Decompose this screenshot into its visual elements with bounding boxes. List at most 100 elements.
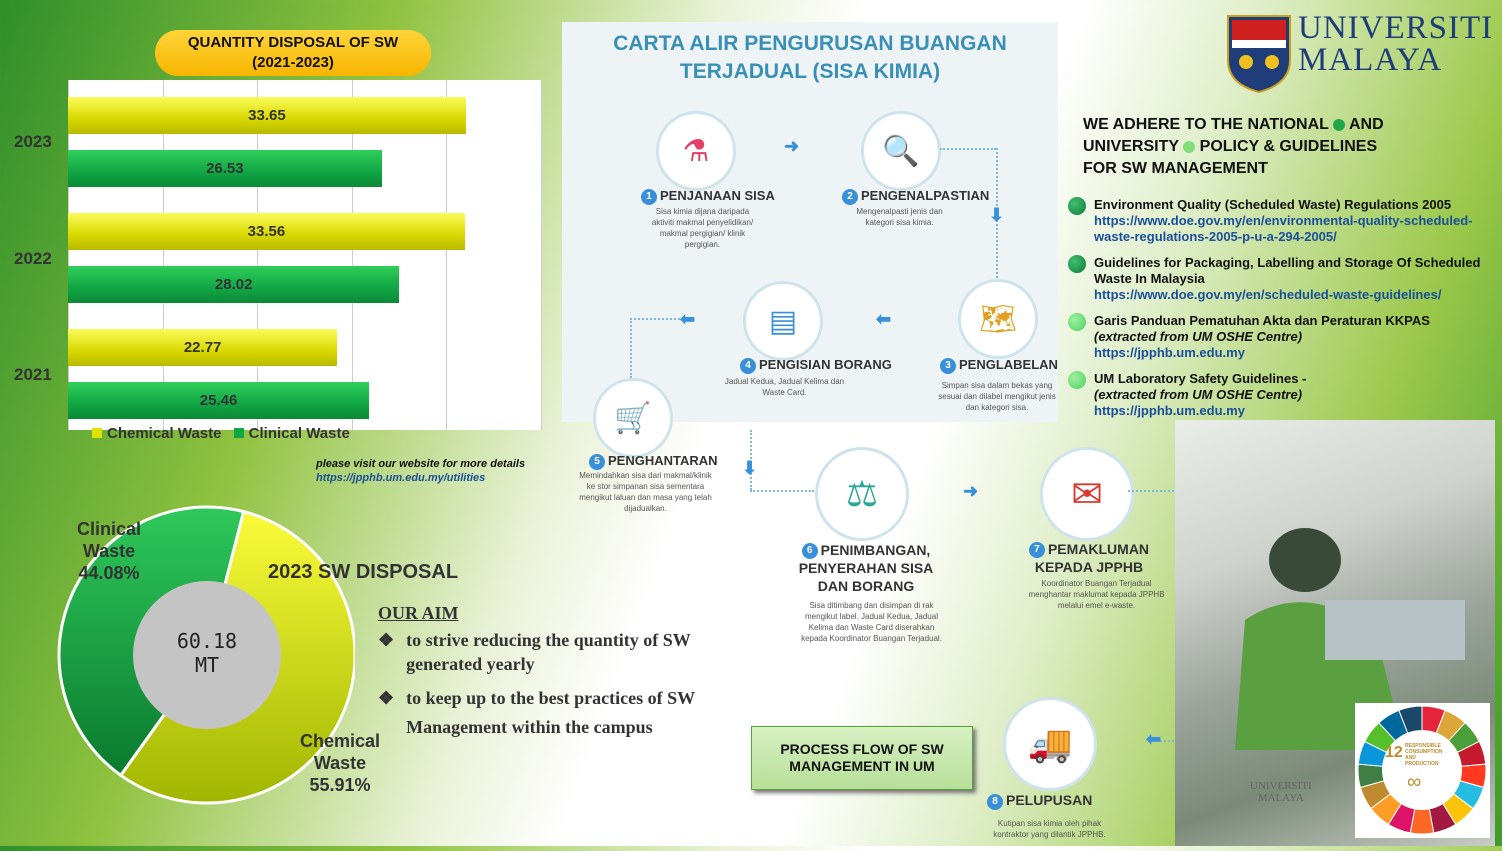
flow-connector (750, 430, 752, 490)
clinical-bar-2023: 26.53 (68, 150, 382, 187)
process-flow-line2: MANAGEMENT IN UM (789, 758, 935, 774)
ref-item: Environment Quality (Scheduled Waste) Re… (1068, 197, 1498, 245)
chemical-pct: 55.91% (309, 775, 371, 795)
gmail-icon: ✉ (1040, 447, 1134, 541)
ref-url[interactable]: https://www.doe.gov.my/en/environmental-… (1094, 213, 1473, 244)
donut-chart: 60.18 MT (57, 505, 355, 805)
chemical-bar-2021: 22.77 (68, 329, 338, 366)
clinical-bar-2021: 25.46 (68, 382, 370, 419)
process-flow-line1: PROCESS FLOW OF SW (780, 741, 944, 757)
form-icon: ▤ (743, 281, 823, 361)
truck-icon: 🚚 (1003, 697, 1097, 791)
bar-value-label: 33.56 (247, 223, 286, 240)
arrow-down-icon: ⬇ (742, 458, 758, 478)
bar-chart-title-line2: (2021-2023) (252, 54, 334, 71)
arrow-left-icon: ⬅ (876, 309, 892, 329)
ref-url[interactable]: https://jpphb.um.edu.my (1094, 345, 1245, 360)
ref-title: Garis Panduan Pematuhan Akta dan Peratur… (1094, 313, 1430, 328)
infinity-icon: ∞ (1407, 771, 1422, 793)
bar-chart-legend: Chemical Waste Clinical Waste (92, 425, 350, 442)
flowchart-title-2: TERJADUAL (SISA KIMIA) (679, 60, 941, 83)
step-6-desc: Sisa ditimbang dan disimpan di rak mengi… (801, 601, 942, 643)
process-flow-box: PROCESS FLOW OF SW MANAGEMENT IN UM (751, 726, 973, 790)
gridline (257, 80, 259, 430)
adhere-line2a: UNIVERSITY (1083, 138, 1179, 155)
step-2-desc: Mengenalpasti jenis dan kategori sisa ki… (856, 207, 943, 227)
sdg-wheel-icon: 12 (1357, 705, 1487, 835)
flask-icon: ⚗ (656, 111, 736, 191)
step-7-desc: Koordinator Buangan Terjadual menghantar… (1028, 579, 1165, 610)
step-4-desc: Jadual Kedua, Jadual Kelima dan Waste Ca… (724, 377, 845, 397)
bar-value-label: 26.53 (206, 160, 244, 177)
magnifier-icon: 🔍 (861, 111, 941, 191)
bar-value-label: 28.02 (214, 276, 253, 293)
green-bullet-icon (1068, 197, 1086, 215)
flowchart-title: CARTA ALIR PENGURUSAN BUANGAN TERJADUAL … (562, 30, 1058, 86)
ref-extra: (extracted from UM OSHE Centre) (1094, 387, 1303, 402)
bar-value-label: 33.65 (248, 107, 286, 124)
arrow-right-icon: ➜ (784, 136, 800, 156)
donut-title: 2023 SW DISPOSAL (268, 561, 459, 583)
arrow-right-icon: ➜ (963, 481, 979, 501)
step-3-desc: Simpan sisa dalam bekas yang sesuai dan … (938, 381, 1056, 412)
visit-text: please visit our website for more detail… (316, 458, 526, 470)
legend-swatch-chemical (92, 428, 102, 438)
flow-connector (750, 490, 814, 492)
ref-title: Guidelines for Packaging, Labelling and … (1094, 255, 1481, 286)
diamond-bullet-icon: ❖ (378, 630, 395, 650)
gridline (162, 80, 164, 430)
flow-connector (940, 148, 996, 150)
trolley-icon: 🛒 (593, 378, 673, 458)
bar-value-label: 25.46 (199, 392, 238, 409)
ref-title: UM Laboratory Safety Guidelines - (1094, 371, 1307, 386)
ref-item: Guidelines for Packaging, Labelling and … (1068, 255, 1488, 303)
step-8-desc: Kutipan sisa kimia oleh pihak kontraktor… (993, 819, 1106, 839)
svg-text:12: 12 (1385, 744, 1403, 761)
ref-item: UM Laboratory Safety Guidelines -(extrac… (1068, 371, 1488, 419)
um-logo-line1: UNIVERSITI (1298, 10, 1494, 46)
chemical-label-1: Chemical (299, 731, 381, 751)
flowchart-title-1: CARTA ALIR PENGURUSAN BUANGAN (613, 32, 1007, 55)
green-dot-icon (1333, 118, 1346, 131)
visit-url[interactable]: https://jpphb.um.edu.my/utilities (316, 472, 486, 484)
chemical-bar-2022: 33.56 (68, 213, 465, 250)
arrow-left-icon: ⬅ (680, 309, 696, 329)
diamond-bullet-icon: ❖ (378, 688, 395, 708)
donut-label-clinical: Clinical Waste 44.08% (70, 518, 148, 584)
aim-item-1: to strive reducing the quantity of SW ge… (406, 630, 691, 674)
ref-extra: (extracted from UM OSHE Centre) (1094, 329, 1303, 344)
adhere-line2b: POLICY & GUIDELINES (1199, 138, 1378, 155)
donut-label-chemical: Chemical Waste 55.91% (295, 730, 385, 796)
donut-center (133, 581, 281, 729)
ref-url[interactable]: https://jpphb.um.edu.my (1094, 403, 1245, 418)
adhere-line1a: WE ADHERE TO THE NATIONAL (1083, 116, 1329, 133)
clinical-label-1: Clinical (76, 519, 142, 539)
flow-connector (630, 318, 680, 320)
sdg-text: RESPONSIBLE CONSUMPTION AND PRODUCTION (1405, 743, 1443, 767)
adhere-line1b: AND (1348, 116, 1384, 133)
clinical-pct: 44.08% (78, 563, 140, 583)
gridline (446, 80, 448, 430)
clinical-label-2: Waste (82, 541, 136, 561)
ref-url[interactable]: https://www.doe.gov.my/en/scheduled-wast… (1094, 287, 1442, 302)
legend-clinical: Clinical Waste (248, 425, 350, 442)
light-green-bullet-icon (1068, 371, 1086, 389)
our-aim: OUR AIM ❖to strive reducing the quantity… (378, 603, 723, 742)
um-logo-text: UNIVERSITI MALAYA (1298, 10, 1494, 77)
arrow-left-icon: ⬅ (1146, 729, 1162, 749)
donut-center-value: 60.18 (177, 629, 237, 653)
chemical-label-2: Waste (313, 753, 367, 773)
light-green-bullet-icon (1068, 313, 1086, 331)
sdg-wheel-logo: 12 RESPONSIBLE CONSUMPTION AND PRODUCTIO… (1355, 703, 1490, 838)
legend-chemical: Chemical Waste (107, 425, 222, 442)
bar-value-label: 22.77 (183, 339, 222, 356)
